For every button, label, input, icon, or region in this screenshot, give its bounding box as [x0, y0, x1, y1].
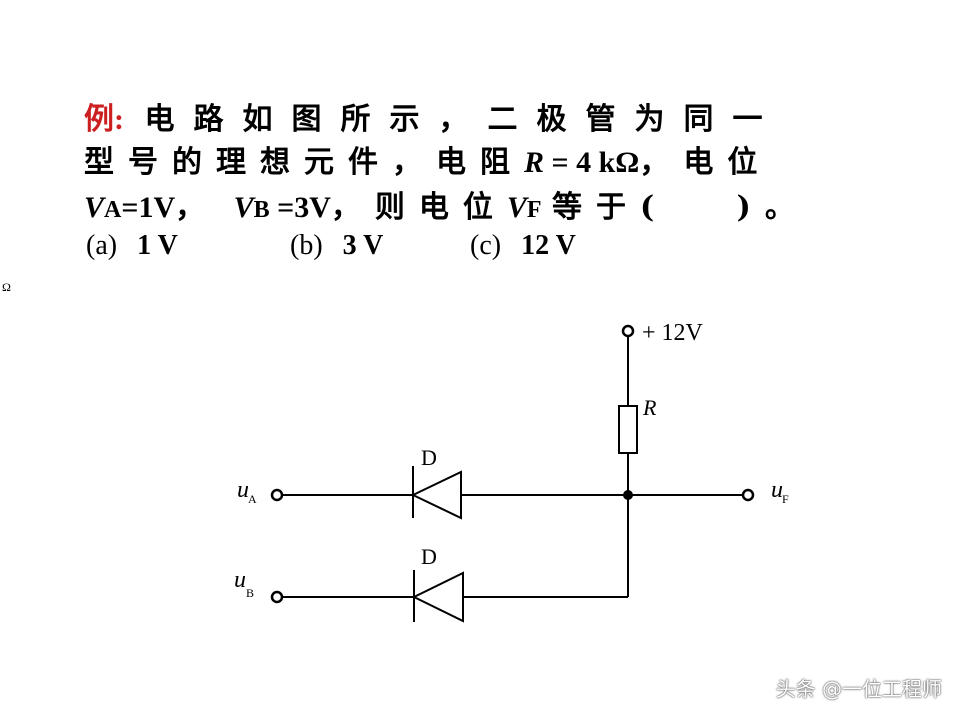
terminal-a [270, 488, 284, 502]
problem-text: 型号的理想元件，电阻 [84, 145, 524, 180]
option-a: (a) 1 V [86, 230, 178, 262]
resistor-symbol: R [524, 146, 545, 179]
option-c: (c) 12 V [470, 230, 576, 262]
option-value: 12 V [521, 230, 576, 261]
input-a-label: u [237, 477, 249, 503]
diode-a-label: D [421, 445, 437, 470]
option-label: (c) [470, 230, 502, 261]
problem-text: ，则电位 [330, 190, 507, 225]
problem-text: ，电位 [639, 145, 772, 180]
terminal-f [741, 488, 755, 502]
problem-text: 等于( )。 [552, 190, 809, 225]
option-value: 3 V [342, 230, 384, 261]
vf-symbol: V [506, 191, 527, 224]
problem-line-1: 例: 电路如图所示，二极管为同一 [84, 100, 781, 140]
example-prefix: 例: [84, 103, 124, 136]
input-b-label: u [234, 567, 246, 593]
junction-dot [623, 490, 633, 500]
diode-a [410, 466, 462, 520]
diode-b [411, 570, 464, 623]
diode-b-label: D [421, 544, 437, 569]
watermark: 头条 @一位工程师 [775, 677, 942, 701]
vf-sub: F [526, 197, 542, 223]
supply-label: + 12V [642, 320, 704, 346]
input-b-sub: B [246, 586, 254, 600]
output-label: u [771, 477, 783, 503]
option-label: (b) [290, 230, 323, 261]
va-sub: A [104, 197, 122, 223]
vb-sub: B [253, 197, 270, 223]
terminal-supply [621, 324, 635, 338]
output-sub: F [782, 492, 789, 506]
option-label: (a) [86, 230, 118, 261]
resistor-label: R [642, 395, 657, 420]
option-value: 1 V [137, 230, 178, 261]
va-symbol: V [84, 191, 105, 224]
resistor [618, 405, 638, 454]
resistor-value: = 4 kΩ [544, 146, 640, 179]
vb-value: =3V [269, 191, 331, 224]
vb-symbol: V [233, 191, 254, 224]
va-value: =1V， [121, 191, 206, 224]
terminal-b [270, 590, 284, 604]
problem-line-2: 型号的理想元件，电阻R = 4 kΩ，电位 [84, 143, 771, 183]
stray-omega: Ω [2, 280, 11, 294]
option-b: (b) 3 V [290, 230, 383, 262]
problem-text: 电路如图所示，二极管为同一 [144, 102, 782, 137]
problem-line-3: VA=1V， VB =3V，则电位VF 等于( )。 [84, 188, 809, 230]
input-a-sub: A [248, 492, 257, 506]
